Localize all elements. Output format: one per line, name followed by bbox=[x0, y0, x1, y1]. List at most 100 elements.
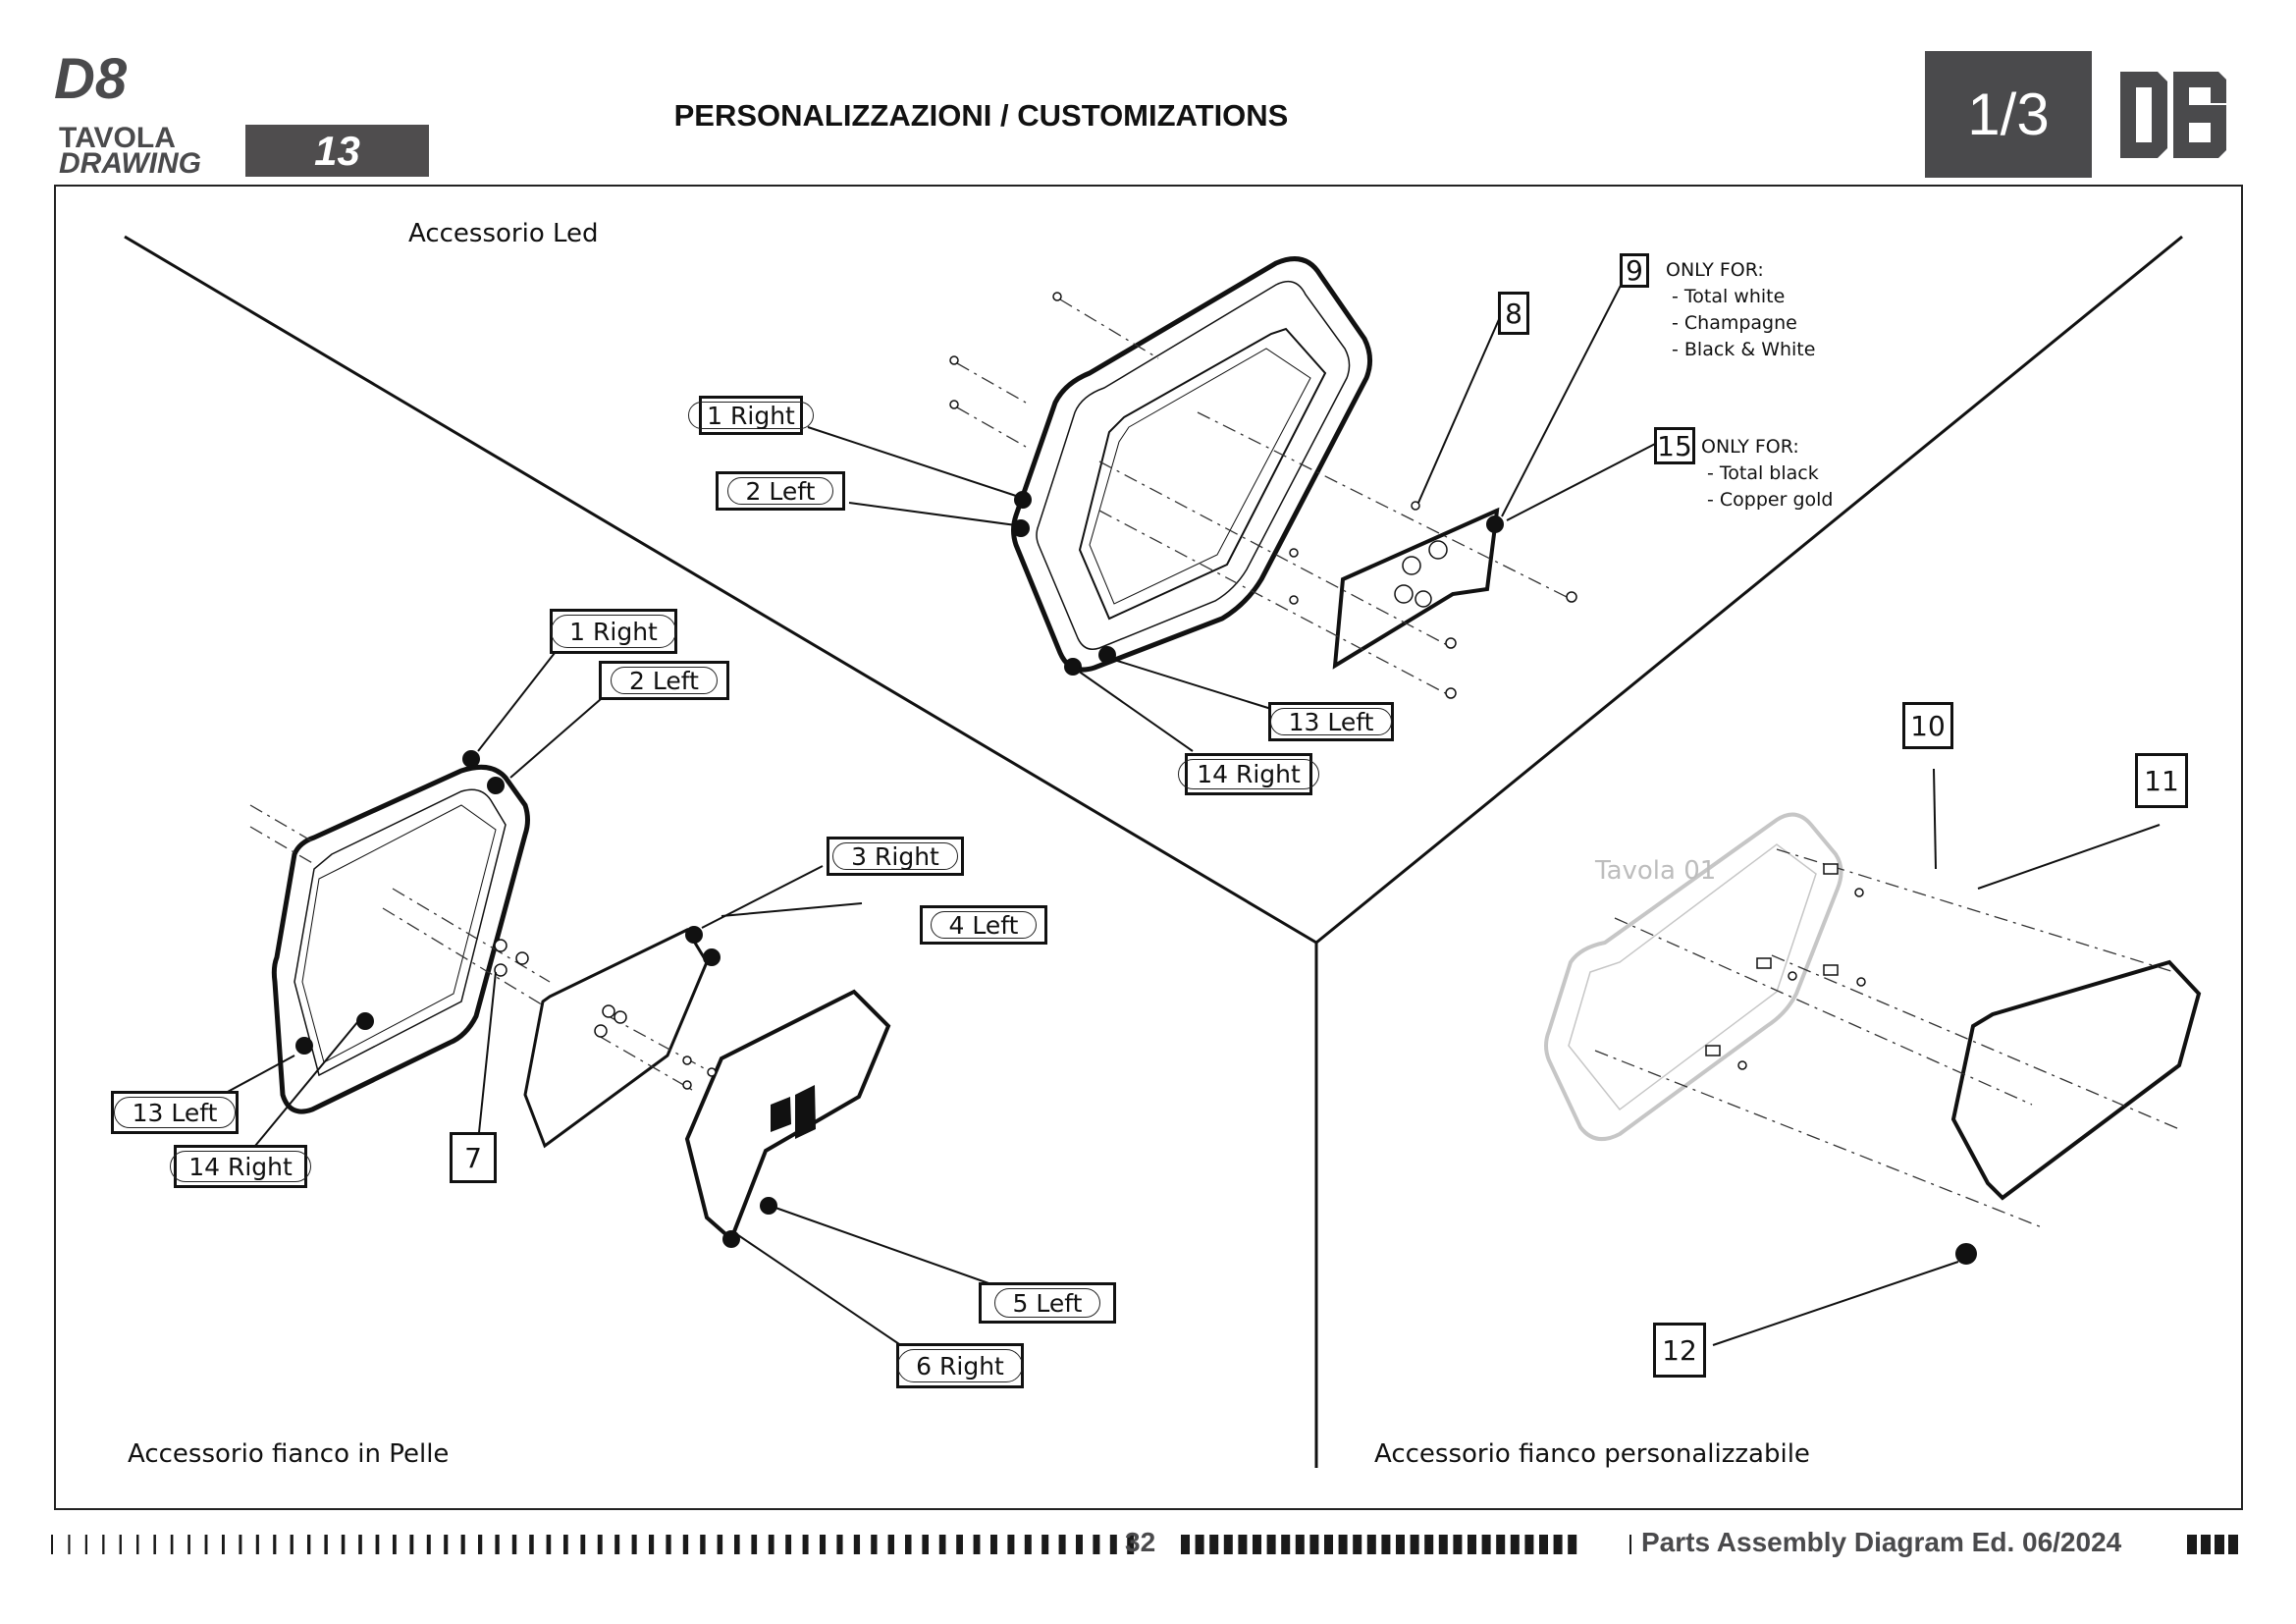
note-part-9: ONLY FOR:- Total white- Champagne- Black… bbox=[1666, 257, 1815, 363]
callout-leather-3-right: 3 Right bbox=[827, 837, 964, 876]
model-name: D8 bbox=[54, 47, 128, 111]
footer-bar bbox=[529, 1535, 534, 1554]
footer-bar bbox=[666, 1535, 671, 1554]
footer-bar bbox=[768, 1535, 774, 1554]
footer-bar bbox=[1127, 1535, 1135, 1554]
part-number-7: 7 bbox=[450, 1132, 497, 1183]
note-15-item: - Total black bbox=[1707, 462, 1819, 484]
footer-bar bbox=[478, 1535, 483, 1554]
led-assembly-axes bbox=[956, 298, 1572, 698]
footer-bar bbox=[1381, 1535, 1391, 1554]
note-15-item: - Copper gold bbox=[1707, 489, 1834, 511]
custom-assembly-axes bbox=[1594, 848, 2180, 1228]
callout-leather-14-right: 14 Right bbox=[170, 1145, 311, 1188]
page-of: 1/3 bbox=[1967, 81, 2050, 147]
footer-bar bbox=[511, 1535, 517, 1554]
tavola-label: TAVOLA bbox=[59, 122, 176, 154]
ghost-frame-part bbox=[1544, 812, 1843, 1142]
footer-bar bbox=[495, 1535, 500, 1554]
footer-bar bbox=[887, 1535, 895, 1554]
footer-bar bbox=[1223, 1535, 1233, 1554]
footer-bar bbox=[1295, 1535, 1305, 1554]
footer-bar bbox=[2228, 1535, 2238, 1554]
led-screws bbox=[949, 292, 1577, 699]
footer-bar bbox=[1539, 1535, 1548, 1554]
footer-edition: Parts Assembly Diagram Ed. 06/2024 bbox=[1641, 1527, 2122, 1557]
footer-bar bbox=[1109, 1535, 1117, 1554]
footer-bar bbox=[341, 1535, 346, 1554]
footer-bar bbox=[1481, 1535, 1491, 1554]
footer-bar bbox=[614, 1535, 620, 1554]
callout-led-1-right: 1 Right bbox=[688, 396, 814, 435]
divider-left bbox=[124, 235, 1317, 945]
footer-bar bbox=[1338, 1535, 1348, 1554]
footer-bar bbox=[1324, 1535, 1333, 1554]
footer-bar bbox=[119, 1535, 122, 1554]
footer-bar bbox=[460, 1535, 465, 1554]
footer-bar bbox=[239, 1535, 242, 1554]
note-15-title: ONLY FOR: bbox=[1701, 436, 1799, 458]
footer-bar bbox=[1058, 1535, 1066, 1554]
footer-bar bbox=[187, 1535, 190, 1554]
footer-bar bbox=[820, 1535, 827, 1554]
footer-bar bbox=[307, 1535, 311, 1554]
footer-bar bbox=[273, 1535, 277, 1554]
footer-bar bbox=[682, 1535, 689, 1554]
footer-bar bbox=[102, 1535, 105, 1554]
footer-bar bbox=[1366, 1535, 1376, 1554]
footer-bar bbox=[1468, 1535, 1476, 1554]
footer-bar bbox=[546, 1535, 552, 1554]
footer-bar bbox=[153, 1535, 156, 1554]
footer-bar bbox=[717, 1535, 723, 1554]
leather-spacers bbox=[494, 939, 717, 1090]
callout-led-2-left: 2 Left bbox=[716, 471, 845, 511]
footer-bar bbox=[84, 1535, 87, 1554]
footer-bar bbox=[1453, 1535, 1463, 1554]
footer-bar bbox=[1041, 1535, 1049, 1554]
footer-bar bbox=[426, 1535, 431, 1554]
footer-bar bbox=[222, 1535, 225, 1554]
footer-bar bbox=[1024, 1535, 1032, 1554]
footer-bar bbox=[734, 1535, 740, 1554]
led-board-part bbox=[1332, 507, 1500, 670]
part-number-15: 15 bbox=[1654, 427, 1695, 464]
divider-right bbox=[1315, 235, 2183, 945]
footer-bar bbox=[204, 1535, 208, 1554]
table-number: 13 bbox=[314, 127, 360, 174]
drawing-label: DRAWING bbox=[59, 147, 201, 180]
footer-bar bbox=[1238, 1535, 1248, 1554]
footer-bar bbox=[290, 1535, 294, 1554]
footer-bar bbox=[409, 1535, 414, 1554]
footer-bar bbox=[1076, 1535, 1083, 1554]
part-number-11: 11 bbox=[2135, 753, 2188, 808]
footer-bar bbox=[938, 1535, 946, 1554]
section-label-custom: Accessorio fianco personalizzabile bbox=[1374, 1439, 1810, 1469]
part-number-9: 9 bbox=[1620, 253, 1649, 288]
footer-bar bbox=[990, 1535, 997, 1554]
callout-leather-4-left: 4 Left bbox=[920, 905, 1047, 945]
footer-bar bbox=[393, 1535, 397, 1554]
footer-bar bbox=[1266, 1535, 1276, 1554]
footer-bar bbox=[1524, 1535, 1534, 1554]
footer-bar bbox=[444, 1535, 449, 1554]
footer-bar bbox=[956, 1535, 963, 1554]
leather-cover-logo-icon bbox=[771, 1085, 816, 1139]
led-board-components bbox=[1394, 540, 1448, 608]
footer-bar bbox=[905, 1535, 912, 1554]
part-number-10: 10 bbox=[1902, 702, 1953, 749]
footer-page-number: 32 bbox=[1125, 1527, 1156, 1557]
section-label-led: Accessorio Led bbox=[408, 219, 599, 248]
footer-bar bbox=[973, 1535, 981, 1554]
footer-bar bbox=[375, 1535, 380, 1554]
footer-bar bbox=[597, 1535, 603, 1554]
custom-leaders bbox=[1712, 768, 2161, 1346]
footer-bar bbox=[1353, 1535, 1362, 1554]
page-title: PERSONALIZZAZIONI / CUSTOMIZATIONS bbox=[0, 98, 2296, 134]
section-label-leather: Accessorio fianco in Pelle bbox=[128, 1439, 450, 1469]
custom-panel-part bbox=[1950, 959, 2202, 1201]
leather-cover-part bbox=[684, 989, 891, 1243]
footer-bar bbox=[1424, 1535, 1434, 1554]
footer-bar bbox=[358, 1535, 362, 1554]
